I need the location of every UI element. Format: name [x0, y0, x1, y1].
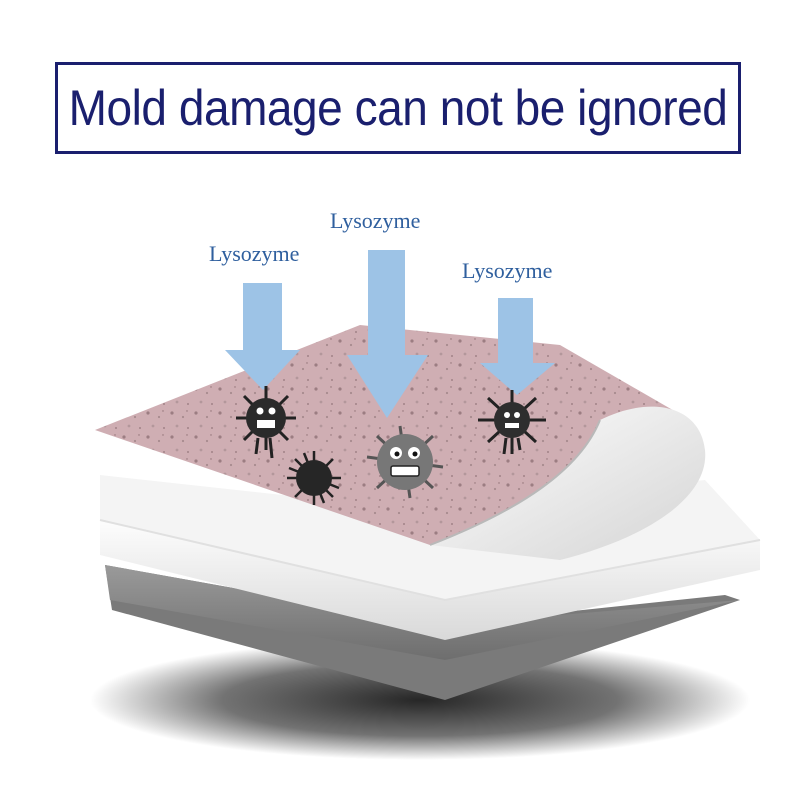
- lysozyme-arrow-left: [225, 283, 300, 390]
- lysozyme-arrow-center: [347, 250, 428, 418]
- microbe-right-icon: [478, 390, 546, 455]
- lysozyme-arrow-right: [480, 298, 555, 395]
- curled-corner: [430, 406, 706, 560]
- drop-shadow: [90, 640, 750, 760]
- lysozyme-label-right: Lysozyme: [462, 258, 553, 283]
- microbe-center-icon: [366, 425, 444, 499]
- page-title: Mold damage can not be ignored: [68, 80, 728, 136]
- title-banner: Mold damage can not be ignored: [55, 62, 741, 154]
- mold-surface-layer: [95, 325, 706, 560]
- lysozyme-label-center: Lysozyme: [330, 208, 421, 233]
- microbe-left-icon: [236, 386, 296, 459]
- virus-particle-icon: [287, 451, 341, 505]
- lysozyme-label-left: Lysozyme: [209, 241, 300, 266]
